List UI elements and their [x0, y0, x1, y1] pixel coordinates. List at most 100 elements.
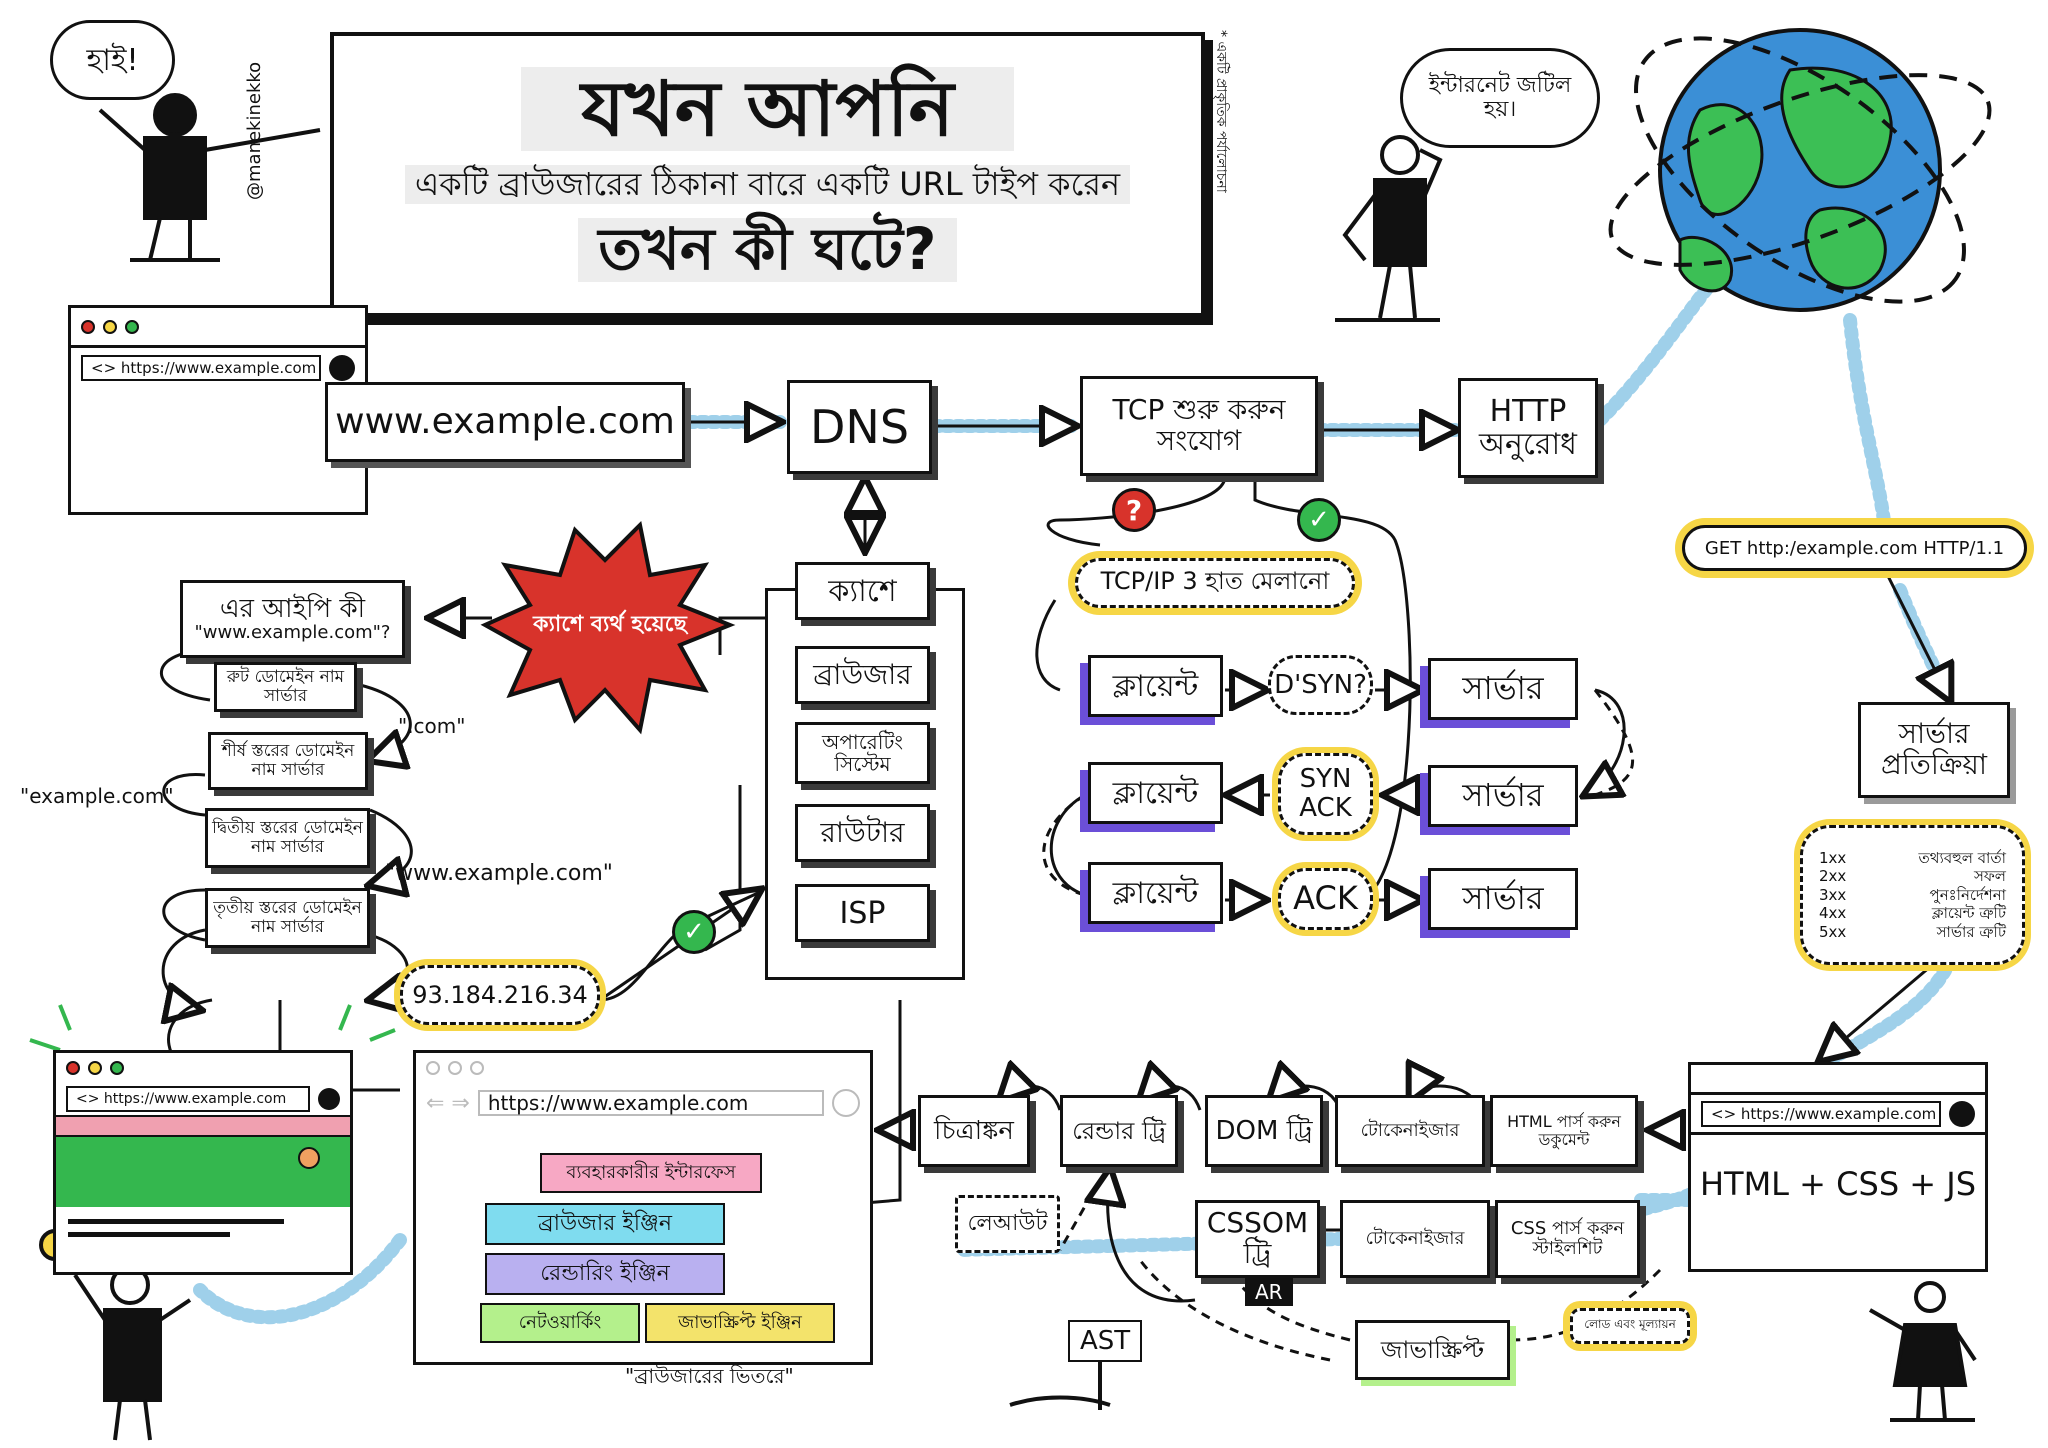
internet-bubble: ইন্টারনেট জটিল হয়। [1400, 48, 1600, 148]
final-address-bar: <> https://www.example.com [56, 1083, 350, 1115]
address-input[interactable]: <> https://www.example.com [81, 355, 321, 381]
cache-router-text: রাউটার [820, 815, 905, 849]
ui-layer: ব্যবহারকারীর ইন্টারফেস [540, 1153, 762, 1193]
final-profile-icon [318, 1088, 340, 1110]
ip-result: 93.184.216.34 [400, 965, 600, 1025]
server-text-2: সার্ভার [1462, 776, 1544, 815]
cache-fail-text: ক্যাশে ব্যর্থ হয়েছে [533, 611, 687, 637]
root-ns-box: রুট ডোমেইন নাম সার্ভার [214, 662, 357, 712]
handshake-title: TCP/IP 3 হাত মেলানো [1075, 558, 1355, 608]
final-minimize-dot[interactable] [88, 1061, 102, 1075]
status-code: 4xx [1819, 904, 1847, 923]
dom-tree-text: DOM ট্রি [1215, 1115, 1313, 1146]
javascript-text: জাভাস্ক্রিপ্ট [1380, 1335, 1485, 1364]
render-tree-box: রেন্ডার ট্রি [1060, 1095, 1178, 1167]
browser-toolbar [71, 308, 365, 348]
handshake-title-text: TCP/IP 3 হাত মেলানো [1100, 567, 1330, 595]
internals-address-bar: ⇐ ⇒ https://www.example.com [416, 1083, 870, 1123]
networking-layer: নেটওয়ার্কিং [480, 1303, 640, 1343]
layout-text: লেআউট [967, 1210, 1048, 1236]
server-box-2: সার্ভার [1428, 765, 1578, 827]
server-text-3: সার্ভার [1462, 879, 1544, 918]
response-profile-icon [1949, 1100, 1975, 1127]
status-label: ক্লায়েন্ট ত্রুটি [1931, 904, 2006, 923]
parse-html-box: HTML পার্স করুন ডকুমেন্ট [1490, 1095, 1638, 1167]
internals-address-input[interactable]: https://www.example.com [477, 1090, 824, 1116]
final-close-dot[interactable] [66, 1061, 80, 1075]
minimize-dot[interactable] [103, 319, 117, 334]
cache-isp-text: ISP [839, 895, 886, 931]
parse-css-text: CSS পার্স করুন স্টাইলশিট [1510, 1218, 1625, 1259]
cache-text: ক্যাশে [828, 573, 897, 609]
internals-dot-3 [470, 1061, 484, 1075]
example-label: "example.com" [20, 784, 174, 808]
author-handle: @manekinekko [244, 61, 265, 200]
paint-text: চিত্রাঙ্কন [934, 1115, 1014, 1146]
www-label: "www.example.com" [385, 861, 613, 886]
ip-result-text: 93.184.216.34 [412, 980, 588, 1009]
cache-browser-box: ব্রাউজার [795, 646, 930, 704]
close-dot[interactable] [81, 319, 95, 334]
address-bar: <> https://www.example.com [71, 348, 365, 388]
cache-box: ক্যাশে [795, 562, 930, 620]
page-hero-image [56, 1137, 350, 1207]
tld-ns-text: শীর্ষ স্তরের ডোমেইন নাম সার্ভার [221, 741, 355, 780]
page-header-banner [56, 1115, 350, 1137]
client-text-1: ক্লায়েন্ট [1112, 668, 1199, 704]
ar-tag: AR [1245, 1278, 1293, 1306]
render-tree-text: রেন্ডার ট্রি [1072, 1116, 1166, 1145]
client-box-2: ক্লায়েন্ট [1088, 762, 1223, 824]
final-browser-window: <> https://www.example.com [53, 1050, 353, 1275]
status-label: সফল [1973, 867, 2006, 886]
rendering-engine-layer: রেন্ডারিং ইঞ্জিন [485, 1253, 725, 1295]
browser-window-top: <> https://www.example.com [68, 305, 368, 515]
http-request-box: HTTP অনুরোধ [1458, 378, 1598, 478]
status-row: 4xx ক্লায়েন্ট ত্রুটি [1819, 905, 2006, 922]
page-text-lines [56, 1207, 350, 1249]
final-maximize-dot[interactable] [110, 1061, 124, 1075]
server-box-1: সার্ভার [1428, 658, 1578, 720]
title-note: * একটি প্রাকৃতিক পর্যালোচনা [1213, 30, 1229, 193]
internals-caption: "ব্রাউজারের ভিতরে" [625, 1364, 794, 1388]
ip-question-line2: "www.example.com"? [194, 622, 391, 644]
tcp-box: TCP শুরু করুন সংযোগ [1080, 376, 1318, 476]
cache-fail-burst: ক্যাশে ব্যর্থ হয়েছে [520, 575, 700, 675]
status-code: 3xx [1819, 885, 1847, 904]
parse-html-text: HTML পার্স করুন ডকুমেন্ট [1507, 1112, 1621, 1149]
hi-bubble: হাই! [50, 20, 175, 100]
server-box-3: সার্ভার [1428, 868, 1578, 930]
tcp-text: TCP শুরু করুন সংযোগ [1112, 393, 1286, 457]
http-get-line: GET http:/example.com HTTP/1.1 [1682, 525, 2027, 571]
response-address-input[interactable]: <> https://www.example.com [1701, 1100, 1941, 1127]
status-code: 5xx [1819, 922, 1847, 941]
cssom-tree-box: CSSOM ট্রি [1195, 1200, 1320, 1278]
final-toolbar [56, 1053, 350, 1083]
internals-profile-icon [832, 1089, 860, 1117]
cache-os-text: অপারেটিং সিস্টেম [822, 730, 903, 776]
cache-os-box: অপারেটিং সিস্টেম [795, 722, 930, 784]
status-code: 2xx [1819, 867, 1847, 886]
internals-dot-2 [448, 1061, 462, 1075]
syn-text: D'SYN? [1274, 669, 1367, 700]
server-response-box: সার্ভার প্রতিক্রিয়া [1858, 702, 2010, 798]
url-box-text: www.example.com [335, 401, 675, 443]
synack-cloud: SYN ACK [1278, 753, 1373, 835]
third-ns-text: তৃতীয় স্তরের ডোমেইন নাম সার্ভার [213, 898, 362, 937]
maximize-dot[interactable] [125, 319, 139, 334]
hi-text: হাই! [86, 42, 139, 78]
ip-question-box: এর আইপি কী "www.example.com"? [180, 580, 405, 658]
client-box-1: ক্লায়েন্ট [1088, 655, 1223, 717]
dns-box: DNS [787, 380, 932, 474]
final-address-input[interactable]: <> https://www.example.com [66, 1086, 310, 1112]
http-get-text: GET http:/example.com HTTP/1.1 [1704, 537, 2005, 559]
url-box: www.example.com [325, 382, 685, 462]
cache-router-box: রাউটার [795, 804, 930, 862]
third-ns-box: তৃতীয় স্তরের ডোমেইন নাম সার্ভার [205, 888, 370, 948]
client-text-2: ক্লায়েন্ট [1112, 775, 1199, 811]
internet-text: ইন্টারনেট জটিল হয়। [1428, 72, 1572, 122]
js-engine-layer: জাভাস্ক্রিপ্ট ইঞ্জিন [645, 1303, 835, 1343]
